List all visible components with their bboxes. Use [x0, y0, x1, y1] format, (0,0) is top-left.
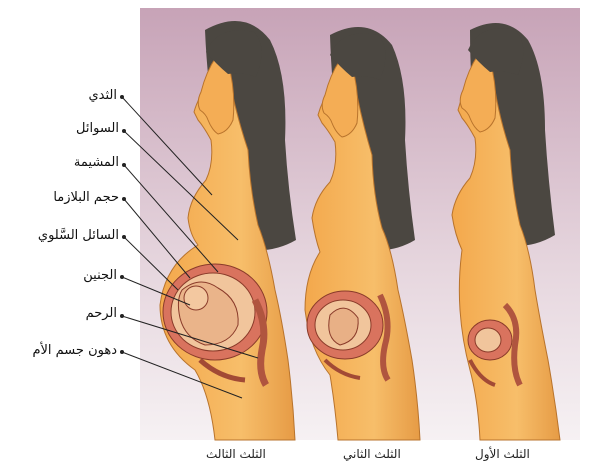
label-breast: الثدي	[89, 88, 118, 103]
label-amniotic: السائل السَّلوي	[38, 228, 119, 243]
label-fluids: السوائل	[76, 121, 119, 136]
label-placenta: المشيمة	[74, 155, 119, 170]
leader-dots	[120, 95, 126, 354]
label-fat: دهون جسم الأم	[32, 343, 117, 358]
caption-first-trimester: الثلث الأول	[475, 447, 530, 461]
label-uterus: الرحم	[86, 306, 117, 321]
caption-second-trimester: الثلث الثاني	[343, 447, 401, 461]
label-fetus: الجنين	[83, 268, 117, 283]
label-plasma: حجم البلازما	[53, 190, 119, 205]
caption-third-trimester: الثلث الثالث	[206, 447, 266, 461]
